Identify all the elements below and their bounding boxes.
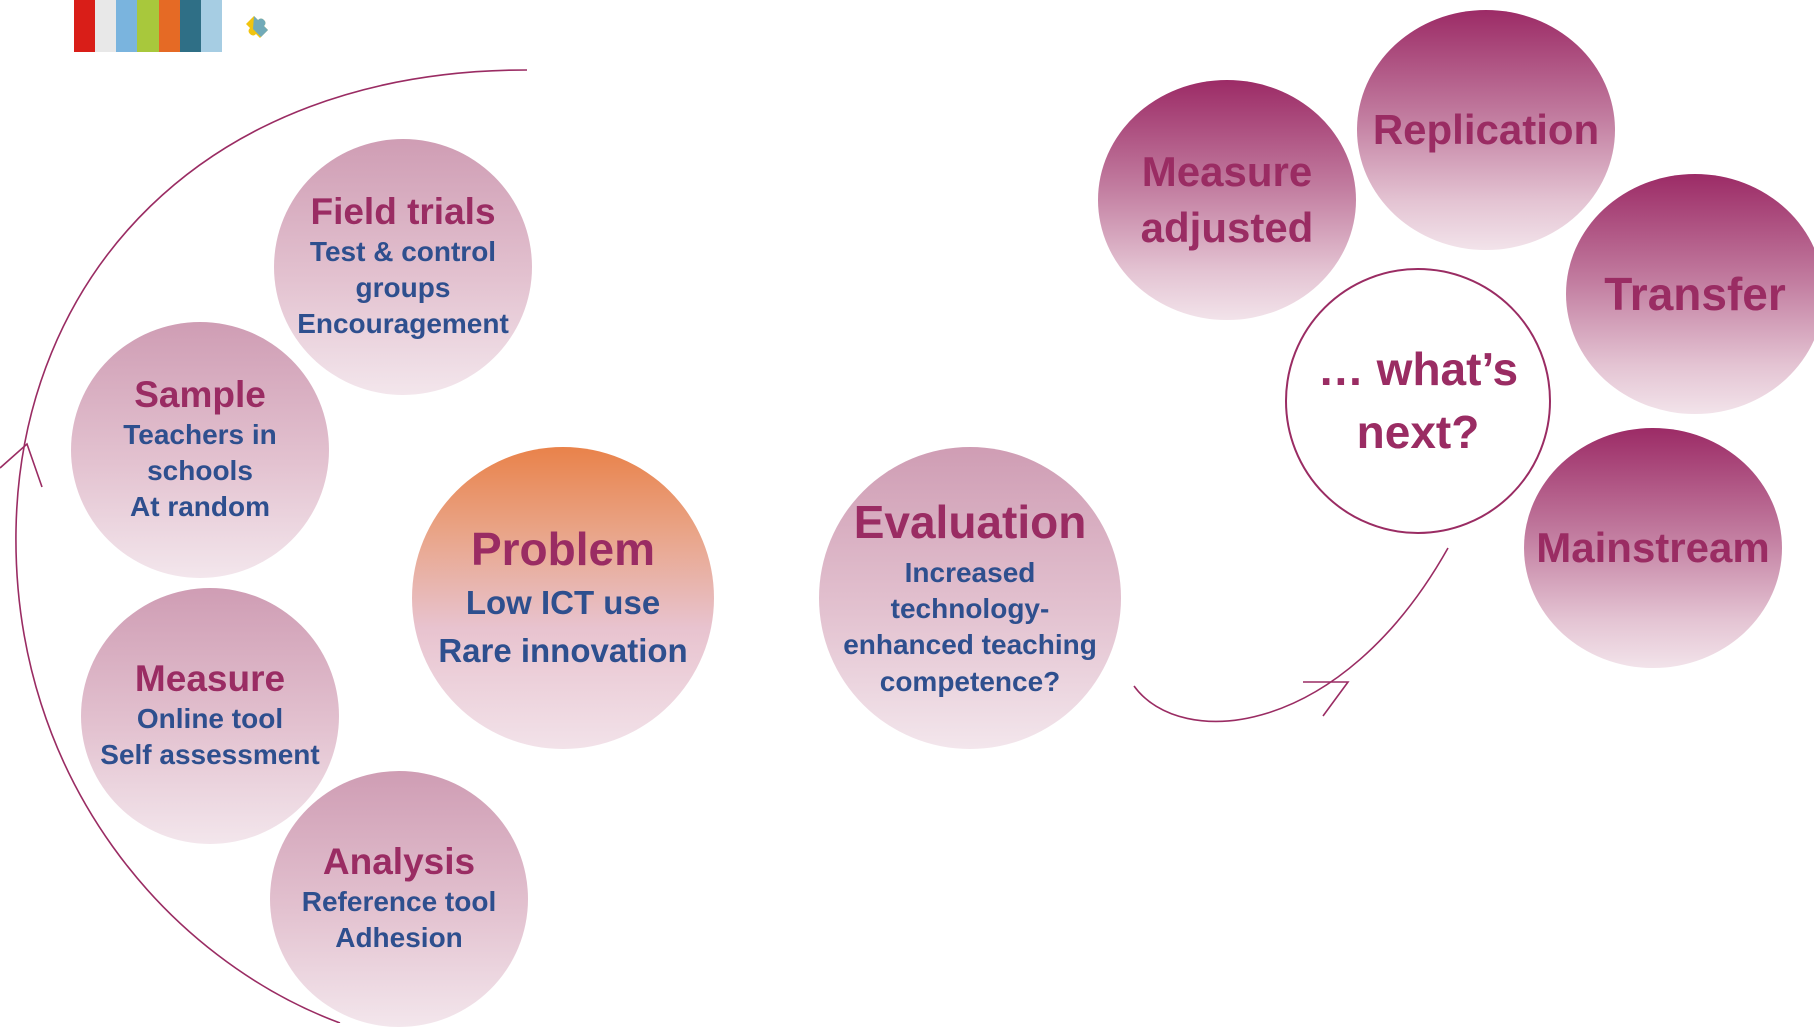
analysis-line: Reference tool xyxy=(301,885,497,917)
analysis-circle: Analysis Reference tool Adhesion xyxy=(270,771,528,1027)
evaluation-line: Increased xyxy=(904,556,1036,588)
mainstream-title: Mainstream xyxy=(1536,523,1770,571)
measure-circle: Measure Online tool Self assessment xyxy=(81,588,339,844)
logo-stripe xyxy=(179,0,201,52)
sample-title: Sample xyxy=(134,374,266,416)
whats-next-circle: … what’s next? xyxy=(1285,268,1551,534)
analysis-title: Analysis xyxy=(322,841,476,883)
logo-stripe xyxy=(95,0,117,52)
logo-stripe xyxy=(158,0,180,52)
cycle-arrowhead xyxy=(0,442,43,488)
field-trials-circle: Field trials Test & control groups Encou… xyxy=(274,139,532,395)
measure-line: Self assessment xyxy=(100,739,320,771)
measure-adjusted-line: Measure xyxy=(1141,147,1313,195)
evaluation-circle: Evaluation Increased technology- enhance… xyxy=(819,447,1121,749)
sample-line: At random xyxy=(130,491,270,523)
measure-adjusted-circle: Measure adjusted xyxy=(1098,80,1356,320)
problem-line: Rare innovation xyxy=(438,632,688,670)
transfer-title: Transfer xyxy=(1604,267,1786,320)
whats-next-line: … what’s xyxy=(1317,343,1519,396)
sample-line: schools xyxy=(147,455,253,487)
evaluation-line: technology- xyxy=(890,593,1050,625)
replication-circle: Replication xyxy=(1357,10,1615,250)
measure-line: Online tool xyxy=(136,702,284,734)
evaluation-line: competence? xyxy=(879,665,1061,697)
problem-circle: Problem Low ICT use Rare innovation xyxy=(412,447,714,749)
next-arrow xyxy=(1133,547,1449,723)
problem-title: Problem xyxy=(470,522,656,575)
puzzle-logo xyxy=(74,0,222,52)
whats-next-line: next? xyxy=(1356,406,1480,458)
replication-title: Replication xyxy=(1372,105,1600,153)
measure-adjusted-line: adjusted xyxy=(1140,204,1314,251)
sample-circle: Sample Teachers in schools At random xyxy=(71,322,329,578)
analysis-line: Adhesion xyxy=(335,922,463,954)
transfer-circle: Transfer xyxy=(1566,174,1814,414)
logo-stripe xyxy=(200,0,222,52)
measure-title: Measure xyxy=(134,658,286,700)
sample-line: Teachers in xyxy=(123,418,277,450)
logo-stripe xyxy=(74,0,96,52)
puzzle-piece-icon xyxy=(246,16,268,38)
next-arrowhead xyxy=(1303,681,1350,717)
problem-line: Low ICT use xyxy=(465,583,661,621)
field-trials-line: Test & control xyxy=(309,235,497,267)
logo-stripe xyxy=(137,0,159,52)
evaluation-title: Evaluation xyxy=(853,495,1087,548)
field-trials-line: groups xyxy=(355,272,451,304)
cycle-arc-arrow xyxy=(15,69,528,1023)
field-trials-line: Encouragement xyxy=(297,308,509,340)
evaluation-line: enhanced teaching xyxy=(843,629,1097,661)
logo-stripe xyxy=(116,0,138,52)
field-trials-title: Field trials xyxy=(310,191,496,233)
mainstream-circle: Mainstream xyxy=(1524,428,1782,668)
